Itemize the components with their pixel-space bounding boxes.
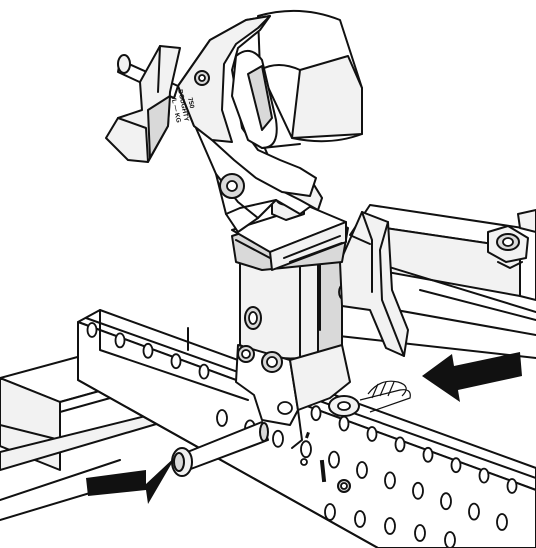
beam-hole-lower (414, 524, 426, 542)
callout-arrow-left (86, 456, 176, 504)
beam-hole-bottom (356, 461, 368, 479)
beam-perforations (86, 322, 518, 548)
beam-hole-top (142, 342, 154, 359)
clamp-ring: 750 DOUGHTY SWL — KG (168, 9, 363, 197)
rear-wing-knob (339, 211, 409, 357)
beam-hole-top (338, 415, 350, 432)
beam-hole-bottom (496, 513, 508, 531)
beam-hole-top (422, 446, 434, 463)
beam-hole-top (450, 457, 462, 474)
beam-hole-top (506, 478, 518, 494)
beam-hole-lower (444, 531, 456, 548)
arrow-safety-pin (422, 352, 522, 402)
beam-hole-lower (354, 510, 366, 528)
beam-hole-bottom (412, 481, 424, 500)
beam-hole-bottom (300, 440, 312, 459)
beam-hole-top (114, 332, 126, 349)
beam-hole-bottom (384, 471, 396, 490)
beam-hole-lower (384, 517, 396, 535)
beam-hole-lower (324, 503, 336, 521)
beam-hole-top (86, 322, 98, 338)
beam-hole-bottom (468, 502, 480, 521)
beam-hole-bottom (272, 429, 284, 448)
beam-slots (300, 431, 351, 493)
clamp-wing-bolt (105, 45, 181, 163)
beam-hole-bottom (328, 450, 340, 469)
engraving-line-1: 750 (186, 97, 195, 109)
beam-hole-bottom (216, 409, 228, 427)
beam-hole-top (478, 467, 490, 484)
beam-hole-top (366, 426, 378, 442)
beam-hole-top (310, 405, 322, 422)
beam-hole-top (394, 436, 406, 453)
callout-arrow-right (422, 352, 522, 402)
safety-pin (328, 380, 411, 417)
arrow-spigot-pin (86, 456, 176, 504)
beam-hole-top (198, 363, 210, 380)
beam-hole-bottom (440, 492, 452, 511)
bottom-bracket (235, 344, 351, 449)
beam-hole-top (170, 353, 182, 370)
spigot-pin (171, 421, 269, 477)
